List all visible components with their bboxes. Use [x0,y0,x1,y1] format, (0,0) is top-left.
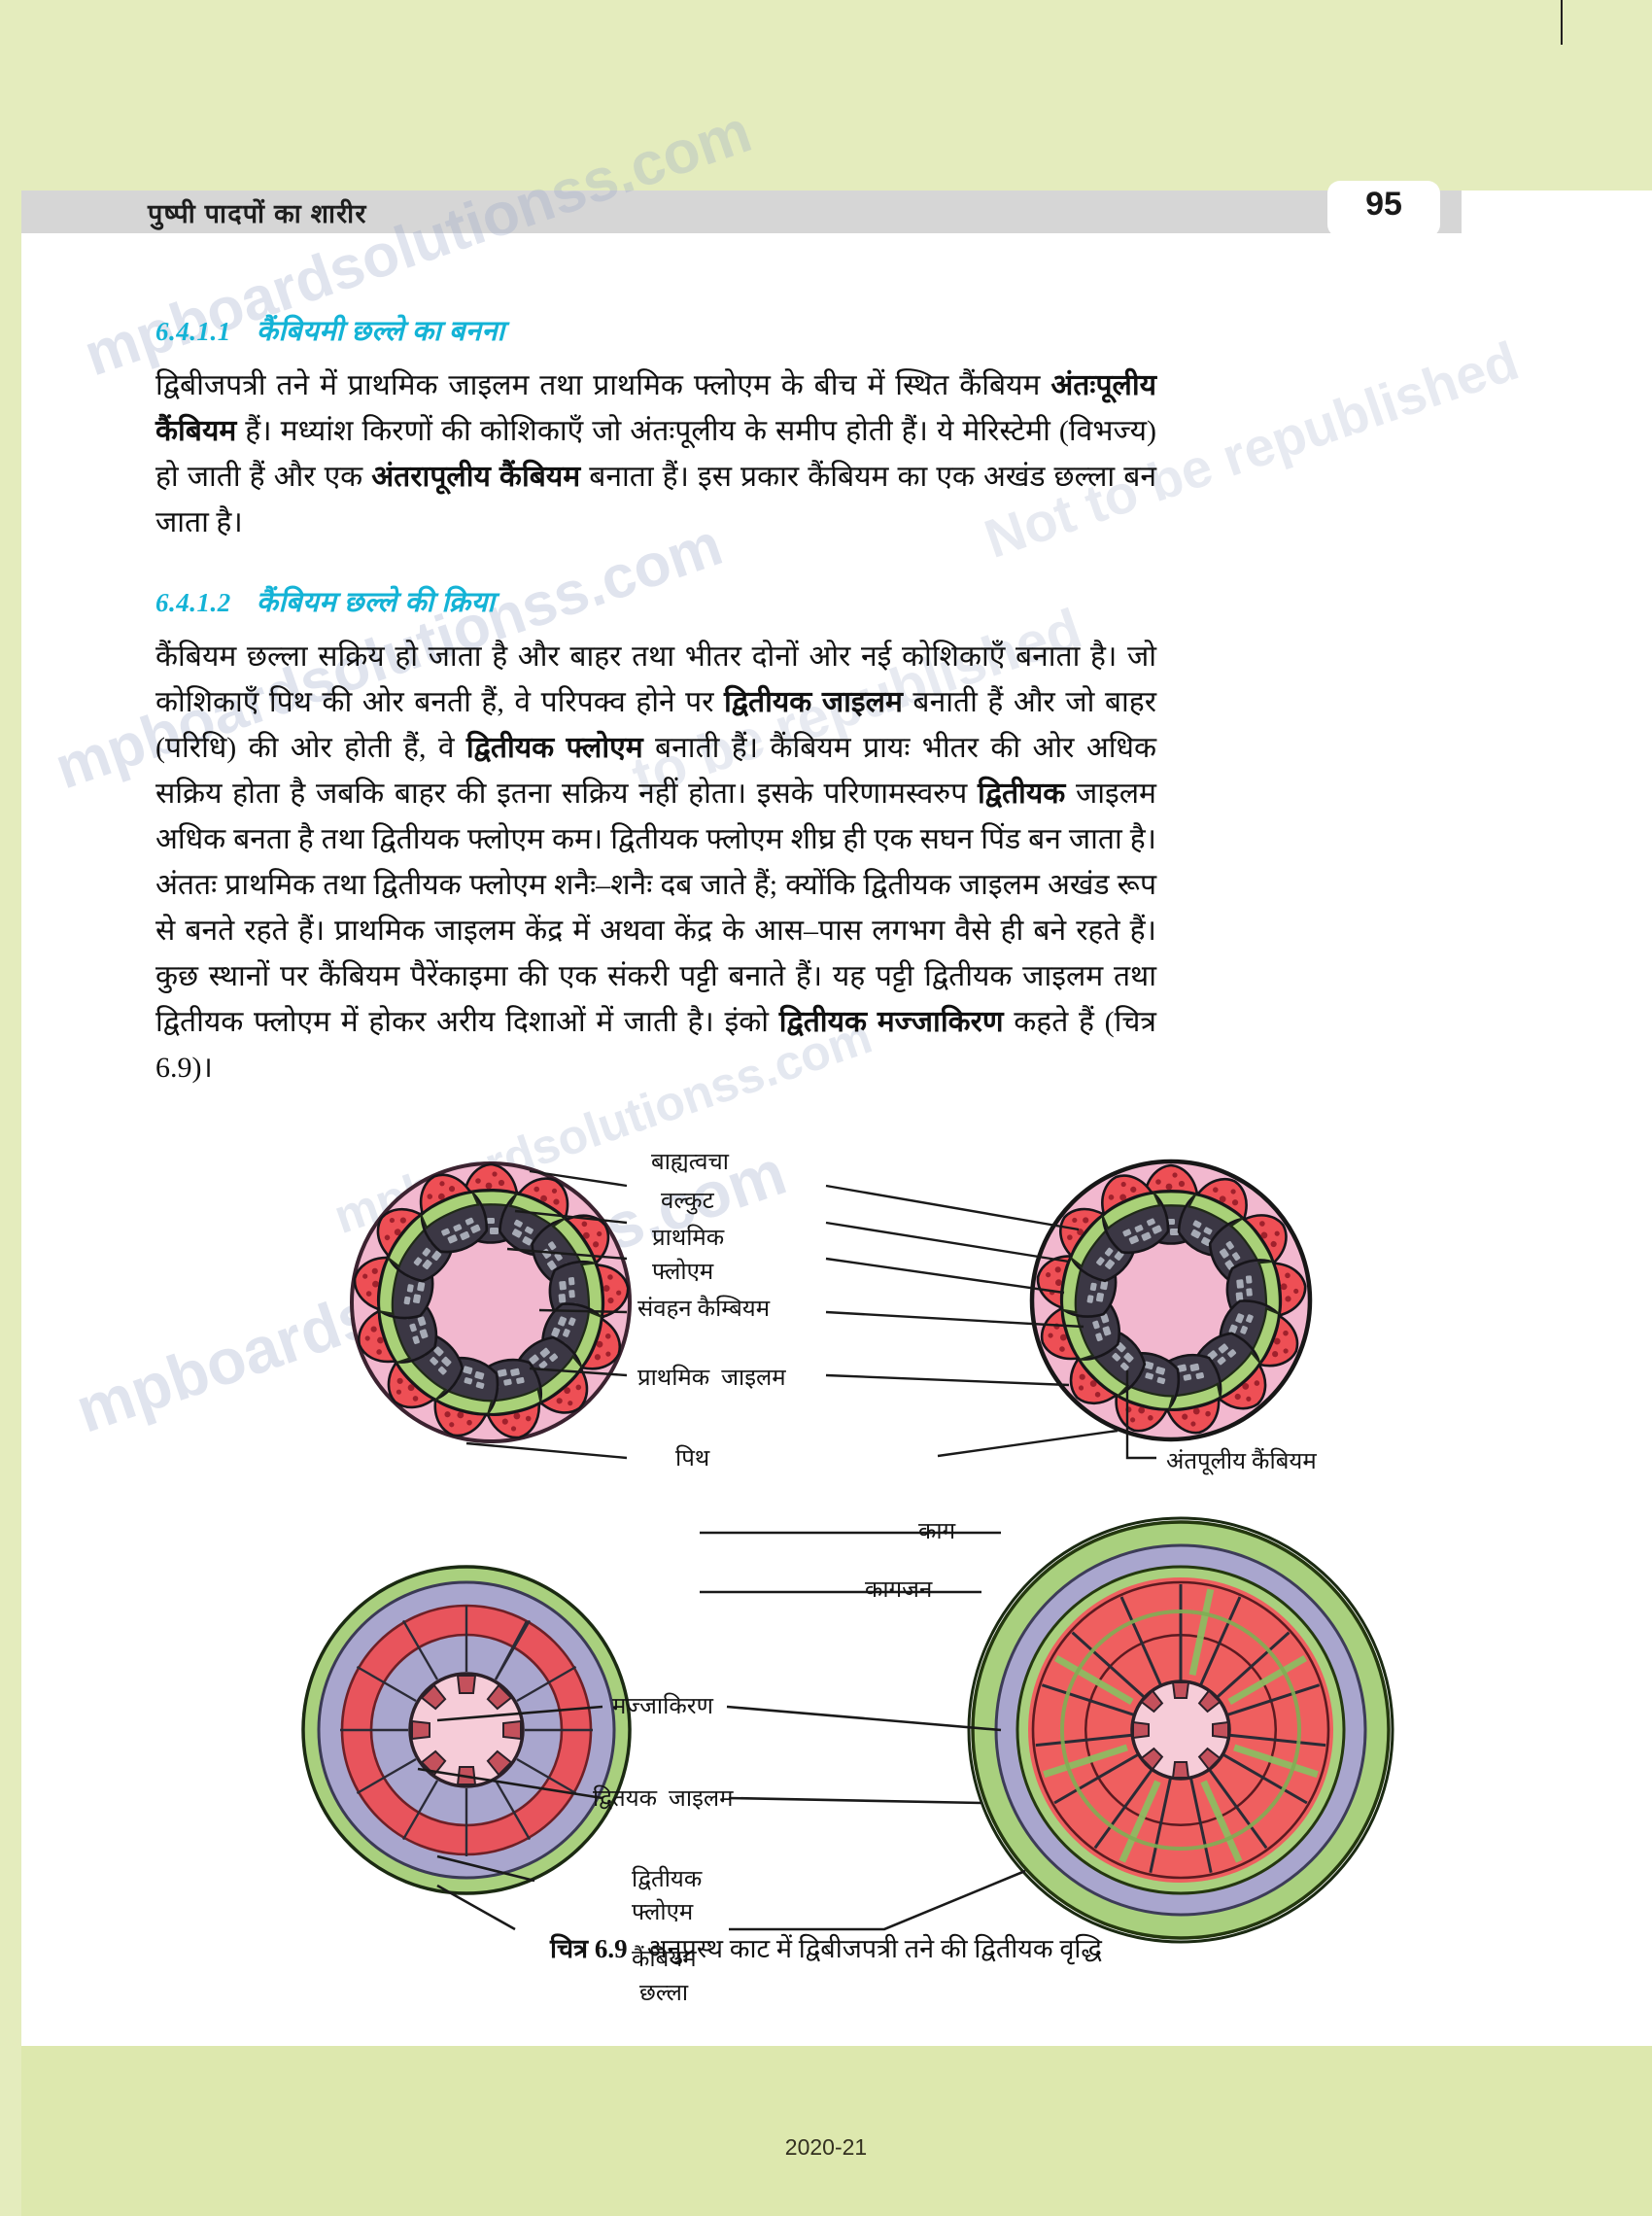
figure-caption-text: अनुप्रस्थ काट में द्विबीजपत्री तने की द्… [646,1934,1102,1963]
section-title: कैंबियम छल्ले की क्रिया [256,587,496,618]
label-pith: पिथ [675,1446,710,1472]
label-cork: काग [918,1519,956,1544]
label-primary-xylem: प्राथमिक जाइलम [637,1366,786,1391]
running-title: पुष्पी पादपों का शारीर [148,199,367,228]
footer-year: 2020-21 [784,2134,868,2160]
label-intrafascicular-cambium: अंतपूलीय कैंबियम [1166,1449,1317,1474]
section-paragraph-6412: कैंबियम छल्ला सक्रिय हो जाता है और बाहर … [155,641,1156,1084]
label-cortex: वल्कुट [661,1189,714,1214]
label-epidermis: बाह्यत्वचा [651,1150,729,1175]
leader-lines-top-right [825,1184,1156,1460]
diagram-cambium-ring-formation [1029,1159,1313,1442]
section-title: कैंबियमी छल्ले का बनना [256,316,505,347]
label-medullary-ray: मज्जाकिरण [612,1694,713,1719]
label-secondary-phloem-line2: फ्लोएम [632,1900,694,1925]
label-cambium-ring-line2: छल्ला [639,1981,689,2006]
diagram-secondary-growth-young [301,1565,632,1895]
label-primary-phloem-line2: फ्लोएम [652,1260,714,1285]
label-secondary-xylem: द्वितयक जाइलम [593,1786,734,1812]
label-vascular-cambium: संवहन कैम्बियम [637,1297,771,1322]
section-heading-6411: 6.4.1.1 कैंबियमी छल्ले का बनना [155,311,1156,349]
section-heading-6412: 6.4.1.2 कैंबियम छल्ले की क्रिया [155,582,1156,620]
page-number-chip [1327,181,1440,237]
page-number: 95 [1365,186,1402,223]
label-primary-phloem-line1: प्राथमिक [652,1226,725,1251]
top-decor-band [0,0,1652,190]
figure-caption-number: चित्र 6.9 [550,1934,628,1963]
section-number: 6.4.1.1 [155,317,231,346]
figure-6-9: बाह्यत्वचा वल्कुट प्राथमिक फ्लोएम संवहन … [146,1050,1506,2006]
crop-mark [1561,0,1563,45]
figure-6-9-illustration [301,1159,1394,1944]
figure-caption: चित्र 6.9 अनुप्रस्थ काट में द्विबीजपत्री… [0,1929,1652,1965]
bottom-decor-band [0,2046,1652,2216]
header-band [21,190,1462,233]
section-paragraph-6411: द्विबीजपत्री तने में प्राथमिक जाइलम तथा … [155,369,1157,538]
diagram-primary-stem [348,1161,633,1445]
label-cork-cambium: कागजन [865,1577,933,1603]
section-number: 6.4.1.2 [155,588,231,617]
leader-lines-bottom [417,1531,1026,1931]
article-body: 6.4.1.1 कैंबियमी छल्ले का बनना द्विबीजपत… [155,311,1156,1112]
leader-lines-top-left [465,1169,628,1460]
left-decor-rail [0,0,21,2216]
diagram-secondary-growth-old [967,1516,1394,1944]
label-cambium-ring-line1: कैंबियम [632,1947,697,1972]
label-secondary-phloem-line1: द्वितीयक [632,1867,703,1892]
